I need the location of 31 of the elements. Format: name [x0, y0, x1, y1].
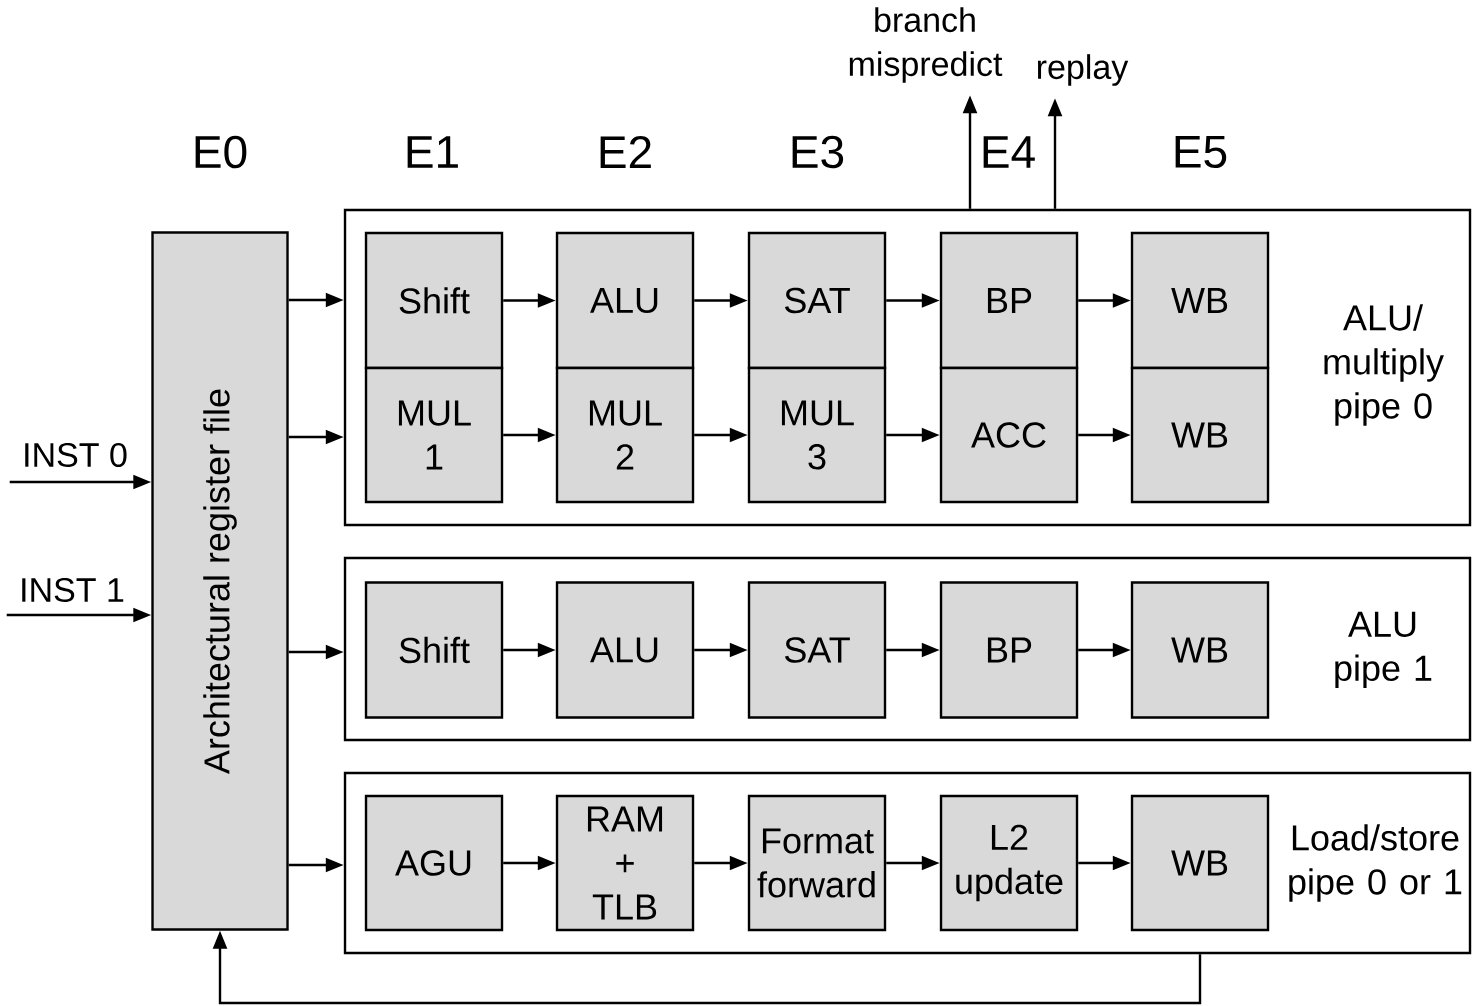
stage-label: E0	[195, 135, 247, 169]
stage-box: AGU	[364, 794, 504, 932]
signal-label: replay	[1037, 54, 1129, 86]
stage-box: L2 update	[939, 794, 1079, 932]
stage-label: E3	[792, 135, 844, 169]
stage-box: WB	[1130, 231, 1270, 370]
signal-label: branch mispredict	[849, 7, 1003, 83]
stage-box: WB	[1130, 581, 1270, 719]
stage-box: Shift	[364, 231, 504, 370]
stage-box: BP	[939, 231, 1079, 370]
stage-box: MUL 1	[364, 366, 504, 504]
stage-label: E5	[1175, 135, 1227, 169]
stage-box: MUL 2	[555, 366, 695, 504]
register-file-box: Architectural register file	[151, 231, 289, 931]
stage-box: RAM + TLB	[555, 794, 695, 932]
stage-box: BP	[939, 581, 1079, 719]
stage-box: MUL 3	[747, 366, 887, 504]
stage-box: SAT	[747, 581, 887, 719]
stage-label: E2	[600, 135, 651, 169]
stage-box: SAT	[747, 231, 887, 370]
stage-label: E1	[407, 136, 458, 168]
stage-box: ACC	[939, 366, 1079, 504]
stage-box: WB	[1130, 794, 1270, 932]
stage-box: WB	[1130, 366, 1270, 504]
stage-box: Format forward	[747, 794, 887, 932]
stage-label: E4	[983, 136, 1035, 168]
stage-box: Shift	[364, 581, 504, 719]
signal-label: INST 0	[25, 442, 127, 468]
stage-box: ALU	[555, 231, 695, 370]
stage-box: ALU	[555, 581, 695, 719]
signal-label: INST 1	[22, 577, 124, 603]
